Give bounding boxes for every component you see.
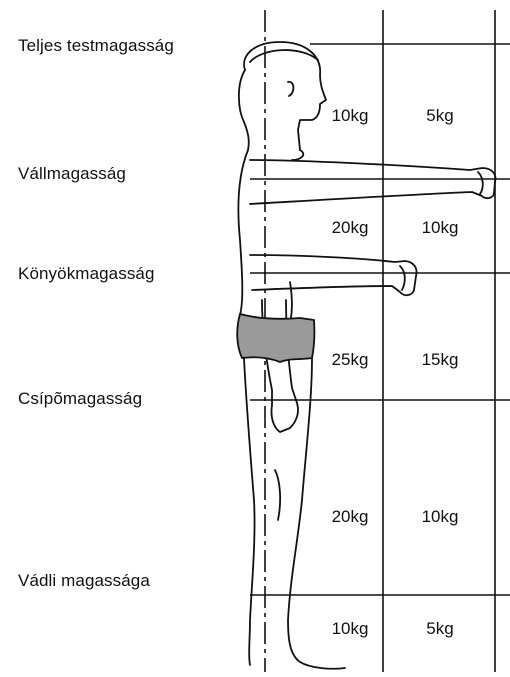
label-shoulder-height: Vállmagasság: [18, 164, 126, 184]
figure-head: [244, 42, 326, 150]
figure-fist-lower: [400, 266, 405, 290]
figure-face-back: [239, 70, 249, 150]
label-calf-height: Vádli magassága: [18, 571, 150, 591]
load-cell-near: 25kg: [320, 350, 380, 370]
figure-underwear: [237, 314, 314, 362]
load-cell-near: 10kg: [320, 106, 380, 126]
load-cell-far: 5kg: [410, 106, 470, 126]
load-cell-far: 10kg: [410, 218, 470, 238]
figure-fist-upper: [478, 172, 483, 194]
figure-upper-arm-shoulder: [250, 160, 495, 204]
figure-arm-elbow: [250, 255, 417, 295]
figure-chest: [292, 150, 303, 160]
figure-back-leg: [244, 358, 255, 665]
label-hip-height: Csípõmagasság: [18, 389, 142, 409]
load-cell-far: 5kg: [410, 619, 470, 639]
label-elbow-height: Könyökmagasság: [18, 264, 155, 284]
load-cell-near: 20kg: [320, 507, 380, 527]
load-cell-near: 10kg: [320, 619, 380, 639]
load-cell-near: 20kg: [320, 218, 380, 238]
label-full-height: Teljes testmagasság: [18, 36, 174, 56]
figure-knee: [275, 470, 280, 520]
figure-hair: [250, 50, 318, 62]
load-cell-far: 10kg: [410, 507, 470, 527]
figure-back: [238, 150, 248, 315]
load-cell-far: 15kg: [410, 350, 470, 370]
figure-ear: [288, 82, 293, 96]
